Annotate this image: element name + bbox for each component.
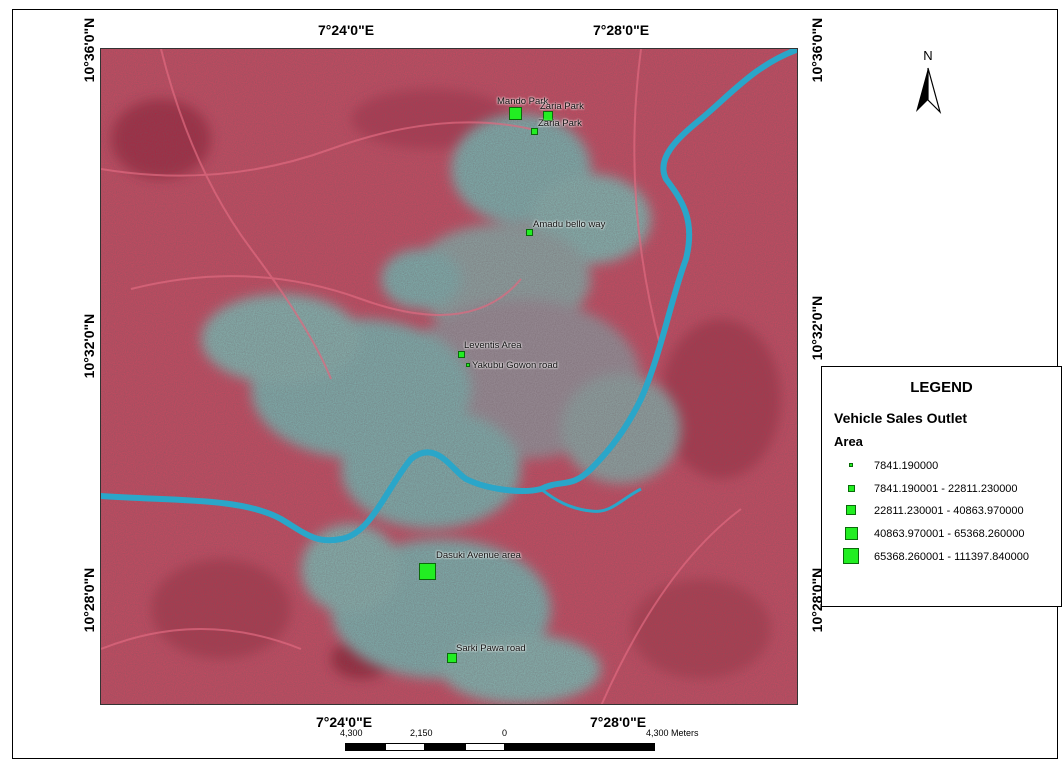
site-symbol-dasuki-avenue-area[interactable] — [419, 563, 436, 580]
site-label-yakubu-gowon-road: Yakubu Gowon road — [472, 360, 558, 371]
legend-label-class-3: 22811.230001 - 40863.970000 — [874, 505, 1024, 517]
north-letter: N — [923, 48, 933, 63]
site-symbol-amadu-bello-way[interactable] — [526, 229, 533, 236]
scale-segment-1 — [345, 743, 385, 751]
satellite-map[interactable] — [100, 48, 798, 705]
road-network — [101, 49, 742, 704]
legend-field-name: Area — [834, 434, 863, 449]
scale-label-half: 2,150 — [410, 728, 433, 738]
scale-bar: 4,300 2,150 0 4,300 Meters — [340, 728, 740, 758]
image-texture — [101, 49, 797, 704]
satellite-image — [101, 49, 797, 704]
site-label-zaria-park-1: Zaria Park — [540, 101, 584, 112]
scale-label-zero: 0 — [502, 728, 508, 738]
site-symbol-yakubu-gowon-road[interactable] — [466, 363, 470, 367]
north-arrow-icon — [916, 67, 942, 115]
site-symbol-sarki-pawa-road[interactable] — [447, 653, 457, 663]
site-label-sarki-pawa-road: Sarki Pawa road — [456, 643, 526, 654]
legend-row-class-5: 65368.260001 - 111397.840000 — [822, 548, 1061, 568]
graticule-left-mid: 10°32'0"N — [81, 313, 97, 379]
legend-row-class-4: 40863.970001 - 65368.260000 — [822, 525, 1061, 545]
scale-segment-5 — [505, 743, 655, 751]
site-label-amadu-bello-way: Amadu bello way — [533, 219, 606, 230]
scale-segment-3 — [425, 743, 465, 751]
site-label-leventis-area: Leventis Area — [464, 340, 522, 351]
scale-segment-2 — [385, 743, 425, 751]
legend-symbol-class-5 — [843, 548, 859, 564]
graticule-right-top: 10°36'0"N — [809, 17, 825, 83]
site-symbol-zaria-park-2[interactable] — [531, 128, 538, 135]
graticule-left-bottom: 10°28'0"N — [81, 567, 97, 633]
legend-symbol-class-2 — [848, 485, 855, 492]
scale-label-left: 4,300 — [340, 728, 363, 738]
river-branch — [540, 487, 642, 513]
legend-label-class-1: 7841.190000 — [874, 460, 939, 472]
legend-label-class-5: 65368.260001 - 111397.840000 — [874, 551, 1029, 563]
legend-label-class-4: 40863.970001 - 65368.260000 — [874, 528, 1025, 540]
graticule-bottom-left: 7°24'0"E — [316, 714, 373, 730]
site-label-zaria-park-2: Zaria Park — [538, 118, 582, 129]
legend-panel: LEGEND Vehicle Sales Outlet Area 7841.19… — [821, 366, 1062, 607]
graticule-top-right: 7°28'0"E — [593, 22, 650, 38]
graticule-bottom-right: 7°28'0"E — [590, 714, 647, 730]
site-symbol-zaria-park-1[interactable] — [543, 111, 553, 121]
site-symbol-leventis-area[interactable] — [458, 351, 465, 358]
graticule-top-left: 7°24'0"E — [318, 22, 375, 38]
scale-label-right: 4,300 Meters — [646, 728, 699, 738]
legend-layer-name: Vehicle Sales Outlet — [834, 410, 968, 426]
site-symbol-mando-park[interactable] — [509, 107, 522, 120]
site-label-dasuki-avenue-area: Dasuki Avenue area — [436, 550, 521, 561]
legend-row-class-2: 7841.190001 - 22811.230000 — [822, 480, 1061, 500]
north-arrow: N — [910, 48, 946, 116]
legend-label-class-2: 7841.190001 - 22811.230000 — [874, 483, 1018, 495]
scale-segment-4 — [465, 743, 505, 751]
legend-symbol-class-4 — [845, 527, 858, 540]
legend-symbol-class-1 — [849, 463, 853, 467]
legend-row-class-3: 22811.230001 - 40863.970000 — [822, 502, 1061, 522]
legend-symbol-class-3 — [846, 505, 856, 515]
site-label-mando-park: Mando Park — [497, 96, 549, 107]
graticule-left-top: 10°36'0"N — [81, 17, 97, 83]
graticule-right-mid: 10°32'0"N — [809, 295, 825, 361]
river — [101, 49, 797, 544]
legend-title: LEGEND — [910, 379, 973, 396]
legend-row-class-1: 7841.190000 — [822, 457, 1061, 477]
